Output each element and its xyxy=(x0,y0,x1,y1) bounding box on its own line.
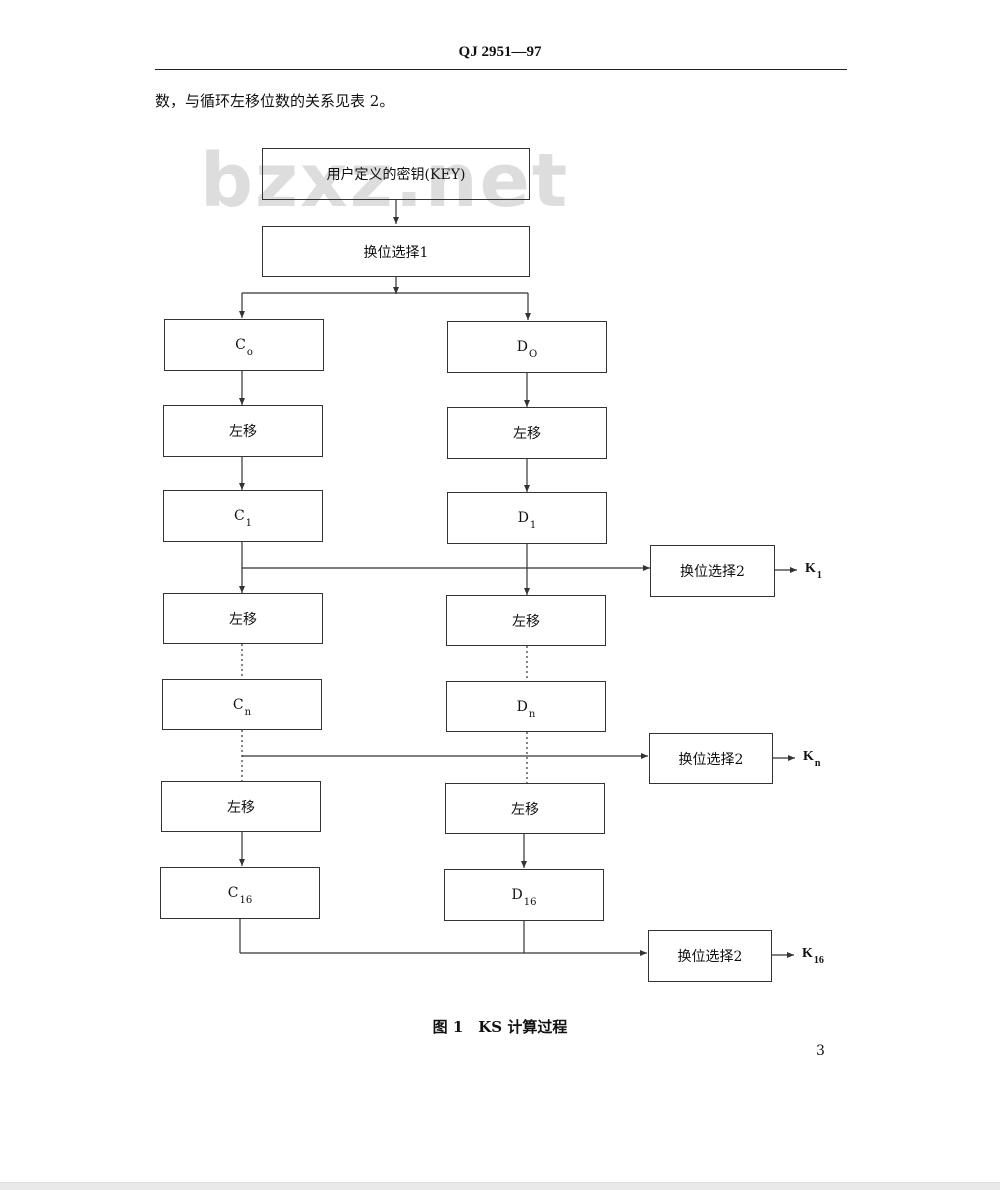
dn-sub: n xyxy=(528,708,536,720)
box-user-key: 用户定义的密钥(KEY) xyxy=(262,148,530,200)
k16-sub: 16 xyxy=(813,955,824,966)
kn-sub: n xyxy=(814,758,821,769)
c0-base: C xyxy=(235,337,246,353)
left-shift-label: 左移 xyxy=(512,613,540,630)
box-left-shift-c-3: 左移 xyxy=(161,781,321,832)
k1-sub: 1 xyxy=(816,570,822,581)
c16-sub: 16 xyxy=(239,895,253,906)
d16-base: D xyxy=(511,887,523,903)
d0-base: D xyxy=(516,339,529,355)
c0-sub: o xyxy=(246,347,253,358)
box-left-shift-d-3: 左移 xyxy=(445,783,605,834)
box-left-shift-c-1: 左移 xyxy=(163,405,323,457)
standard-number-header: QJ 2951—97 xyxy=(458,44,542,60)
left-shift-label: 左移 xyxy=(227,799,255,816)
viewer-bottom-strip xyxy=(0,1182,1000,1190)
intro-text: 数，与循环左移位数的关系见表 2。 xyxy=(155,92,395,110)
pc2-label: 换位选择2 xyxy=(677,949,743,965)
cn-base: C xyxy=(232,696,244,713)
d1-sub: 1 xyxy=(529,520,537,531)
box-permuted-choice-2-1: 换位选择2 xyxy=(650,545,775,597)
d16-sub: 16 xyxy=(523,897,537,908)
k1-base: K xyxy=(805,561,816,576)
d0-sub: O xyxy=(529,349,538,360)
page-number: 3 xyxy=(816,1043,825,1059)
c16-base: C xyxy=(227,885,239,901)
c1-base: C xyxy=(233,508,245,524)
box-permuted-choice-2-n: 换位选择2 xyxy=(649,733,773,784)
box-left-shift-d-1: 左移 xyxy=(447,407,607,459)
watermark-logo: bzxz.net xyxy=(200,138,570,224)
pc2-label: 换位选择2 xyxy=(680,564,745,580)
box-user-key-label: 用户定义的密钥(KEY) xyxy=(326,167,466,183)
left-shift-label: 左移 xyxy=(229,424,257,440)
dn-base: D xyxy=(516,698,528,715)
box-left-shift-c-2: 左移 xyxy=(163,593,323,644)
cn-sub: n xyxy=(244,706,252,718)
figure-caption: 图 1 KS 计算过程 xyxy=(432,1018,568,1036)
left-shift-label: 左移 xyxy=(513,426,541,442)
kn-base: K xyxy=(803,749,814,764)
box-left-shift-d-2: 左移 xyxy=(446,595,606,646)
left-shift-label: 左移 xyxy=(511,801,539,818)
k16-base: K xyxy=(802,946,813,961)
box-permuted-choice-1-label: 换位选择1 xyxy=(363,244,429,261)
header-rule xyxy=(155,69,847,70)
box-permuted-choice-2-16: 换位选择2 xyxy=(648,930,772,982)
d1-base: D xyxy=(517,510,529,526)
pc2-label: 换位选择2 xyxy=(678,751,744,768)
left-shift-label: 左移 xyxy=(229,611,257,628)
c1-sub: 1 xyxy=(245,518,253,529)
box-permuted-choice-1: 换位选择1 xyxy=(262,226,530,277)
